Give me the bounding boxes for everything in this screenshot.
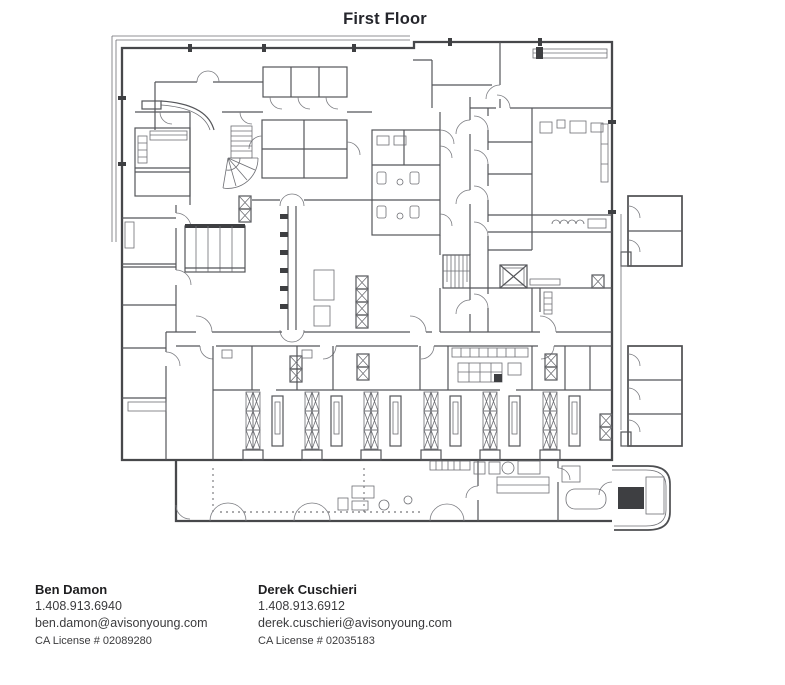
contact-phone: 1.408.913.6940 <box>35 599 122 613</box>
stair-curved <box>222 125 259 223</box>
bottom-wing <box>174 460 671 531</box>
page-title: First Floor <box>343 10 427 28</box>
midband-rooms <box>176 345 612 460</box>
contact-phone: 1.408.913.6912 <box>258 599 345 613</box>
right-annex-rooms <box>599 195 683 447</box>
contact-email: derek.cuschieri@avisonyoung.com <box>258 616 453 630</box>
west-rooms <box>122 112 192 460</box>
contact-email: ben.damon@avisonyoung.com <box>35 616 208 630</box>
floor-plan <box>111 35 683 531</box>
contact-name: Ben Damon <box>35 582 108 597</box>
entry-mat <box>618 487 644 509</box>
exterior-walls <box>111 35 616 462</box>
contact-name: Derek Cuschieri <box>258 582 357 597</box>
contact-license: CA License # 02089280 <box>35 635 152 647</box>
stair-core <box>442 254 471 289</box>
northwest-rooms <box>134 66 372 197</box>
elevator-shaft <box>499 264 528 289</box>
contact-license: CA License # 02035183 <box>258 635 375 647</box>
restrooms <box>371 129 453 236</box>
contact-card-1: Ben Damon 1.408.913.6940 ben.damon@aviso… <box>35 581 208 650</box>
center-rooms <box>166 193 432 343</box>
northeast-rooms <box>413 42 612 333</box>
tub-fixture <box>565 488 607 510</box>
contact-card-2: Derek Cuschieri 1.408.913.6912 derek.cus… <box>258 581 452 650</box>
lab-bench-band <box>213 389 612 461</box>
